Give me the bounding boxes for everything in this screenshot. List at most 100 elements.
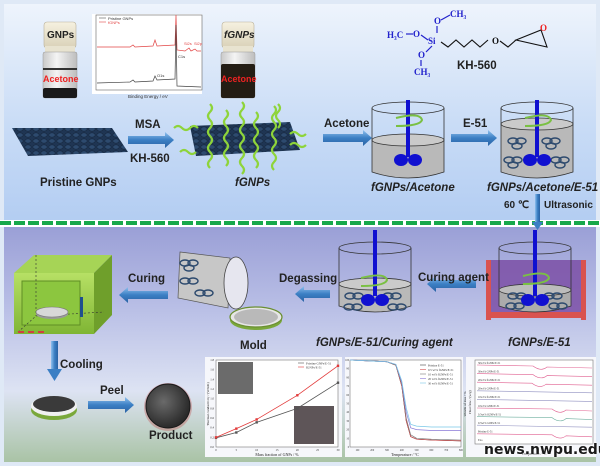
oven-top bbox=[14, 255, 112, 273]
chart1-x-tick: 20 bbox=[296, 448, 300, 452]
chart2-x-tick: 400 bbox=[400, 449, 405, 452]
chart1-xlabel: Mass fraction of GNPs / % bbox=[255, 452, 299, 457]
chart1-legend-label: fGNPs/E-51 bbox=[306, 366, 322, 370]
stir-direction-arrow bbox=[522, 272, 551, 285]
oven-side bbox=[94, 255, 112, 334]
condition-temperature-label: 60 ℃ bbox=[504, 200, 530, 211]
chart2-y-tick: 70 bbox=[346, 385, 349, 388]
chart3-series-line bbox=[476, 364, 593, 370]
vial-neck bbox=[45, 46, 75, 52]
stirrer-blade bbox=[394, 154, 408, 166]
chart1-ylabel: Thermal conductivity / (W/mK) bbox=[206, 382, 210, 425]
vial-dispersion bbox=[221, 64, 255, 98]
chart1-data-point bbox=[235, 427, 238, 430]
atom-o-top: O bbox=[434, 16, 441, 26]
chart3-series-label: 10wt% GNPs/E-51 bbox=[478, 405, 500, 408]
graphene-flakes bbox=[179, 259, 214, 297]
chart2-y-tick: 30 bbox=[346, 420, 349, 423]
arrow-msa-label: MSA bbox=[135, 119, 161, 131]
chart1-x-tick: 25 bbox=[316, 448, 320, 452]
xps-annot-o1s: O1s bbox=[157, 73, 165, 78]
chart3-series-label: 10wt% fGNPs/E-51 bbox=[478, 396, 501, 399]
chart2-x-tick: 100 bbox=[355, 449, 360, 452]
kh560-structure: O CH₃ H₃C O Si O CH₃ O O bbox=[387, 9, 548, 77]
beaker-liquid bbox=[372, 140, 444, 178]
chart3-xlabel: Temperature / °C bbox=[522, 452, 547, 456]
arrow-curing-agent bbox=[427, 276, 476, 292]
pristine-gnps-label: Pristine GNPs bbox=[40, 177, 117, 189]
vial-right-solvent-label: Acetone bbox=[221, 74, 257, 84]
stirrer-shaft bbox=[535, 100, 539, 157]
arrow-e51 bbox=[451, 130, 497, 146]
watermark-text: news.nwpu.edu.cn bbox=[484, 442, 600, 458]
chart1-x-tick: 15 bbox=[276, 448, 280, 452]
functional-chains bbox=[173, 101, 307, 175]
fgnp-sheet bbox=[173, 101, 307, 175]
arrow-acetone-label: Acetone bbox=[324, 118, 370, 130]
chart1-legend-label: Pristine GNPs/E-51 bbox=[306, 362, 332, 366]
xps-plot-area bbox=[92, 14, 202, 94]
xps-legend-pristine: Pristine GNPs bbox=[108, 16, 134, 21]
chart1-y-tick: 1.4 bbox=[210, 377, 214, 381]
atom-si: Si bbox=[428, 36, 436, 46]
chart1-y-tick: 0.8 bbox=[210, 406, 214, 410]
arrow-curing bbox=[119, 287, 168, 303]
pristine-gnp-sheet bbox=[12, 128, 128, 156]
chart1-data-point bbox=[255, 421, 258, 424]
chart3-series-line bbox=[476, 407, 593, 413]
chart2-x-tick: 300 bbox=[385, 449, 390, 452]
chart2-x-tick: 200 bbox=[370, 449, 375, 452]
arrow-msa bbox=[128, 132, 174, 148]
chart2-y-tick: 20 bbox=[346, 429, 349, 432]
xps-annot-si2s: Si2s bbox=[184, 41, 192, 46]
xps-inset-chart bbox=[92, 14, 203, 94]
vial-left-solvent-label: Acetone bbox=[43, 74, 79, 84]
chart2-x-tick: 500 bbox=[415, 449, 420, 452]
chart1-data-point bbox=[336, 381, 340, 384]
chart3-series-line bbox=[476, 416, 593, 422]
chart1-y-tick: 0.4 bbox=[210, 426, 214, 430]
chart1-x-tick: 10 bbox=[255, 448, 259, 452]
vial-left-cap-label: GNPs bbox=[47, 30, 75, 41]
chart2-y-tick: 40 bbox=[346, 411, 349, 414]
arrow-peel-label: Peel bbox=[100, 385, 124, 397]
group-h3c-left: H₃C bbox=[387, 30, 403, 40]
group-ch3-bottom: CH₃ bbox=[414, 67, 431, 77]
chart1-y-tick: 0.2 bbox=[210, 435, 214, 439]
chart2-x-tick: 800 bbox=[459, 449, 464, 452]
chart1-x-tick: 5 bbox=[236, 448, 238, 452]
chart2-y-tick: 10 bbox=[346, 437, 349, 440]
sample-disc bbox=[35, 306, 69, 318]
atom-o-epoxide: O bbox=[540, 23, 547, 33]
chart3-series-label: 20wt% fGNPs/E-51 bbox=[478, 379, 501, 382]
epoxide-ring bbox=[514, 29, 548, 48]
chart3-series-label: Pristine E-51 bbox=[478, 431, 493, 434]
section-divider bbox=[0, 220, 600, 227]
chart2-ylabel: Weight of loss / % bbox=[463, 391, 467, 416]
stirrer-blade bbox=[521, 294, 535, 306]
chart3-series-line bbox=[476, 390, 593, 394]
arrow-curing-agent-label: Curing agent bbox=[418, 272, 489, 284]
arrow-curing-label: Curing bbox=[128, 273, 166, 285]
chart3-ylabel: Heat flow / (w/g) bbox=[468, 390, 472, 413]
xps-annot-c1s: C1s bbox=[178, 54, 186, 59]
pouring-beaker bbox=[177, 251, 249, 310]
graphene-flakes bbox=[503, 137, 570, 169]
beaker1-label: fGNPs/Acetone bbox=[371, 182, 455, 194]
chart1-x-tick: 30 bbox=[337, 448, 341, 452]
condition-ultrasonic-label: Ultrasonic bbox=[544, 200, 593, 211]
chart1-data-point bbox=[296, 394, 299, 397]
arrow-acetone bbox=[323, 130, 372, 146]
heat-bath-wall-right bbox=[581, 260, 586, 320]
product-disc bbox=[144, 383, 192, 431]
mold bbox=[229, 306, 283, 330]
mold-label: Mold bbox=[240, 340, 267, 352]
stir-direction-arrow bbox=[395, 114, 424, 127]
xps-line-pristine bbox=[96, 24, 202, 88]
vial-meniscus bbox=[43, 68, 77, 70]
beaker4-label: fGNPs/E-51/Curing agent bbox=[316, 337, 453, 349]
chart2-legend-label: Pristine E-51 bbox=[428, 364, 444, 368]
chart3-series-line bbox=[476, 424, 593, 428]
chart2-y-tick: 0 bbox=[348, 446, 350, 449]
